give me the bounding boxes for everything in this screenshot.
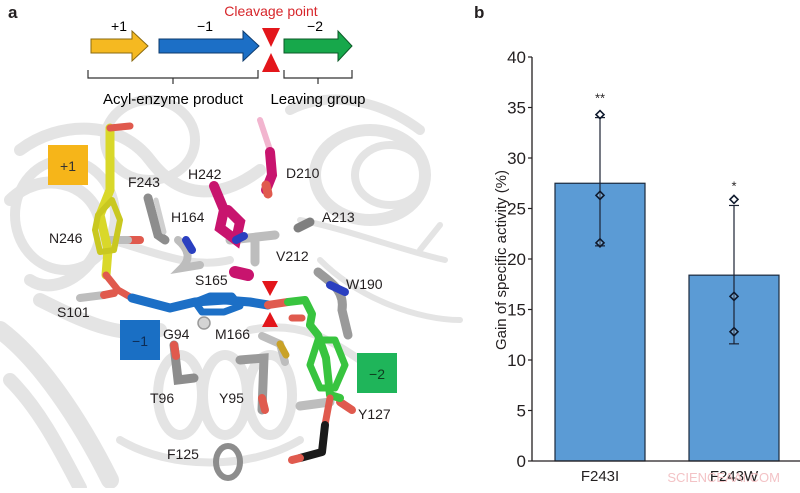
y-axis-label: Gain of specific activity (%) bbox=[493, 170, 510, 350]
subsite-box-minus1: −1 bbox=[120, 320, 160, 360]
subsite-box-minus2: −2 bbox=[357, 353, 397, 393]
y-tick-label: 25 bbox=[507, 200, 526, 219]
arrow-minus2-label: −2 bbox=[307, 18, 323, 34]
svg-text:−2: −2 bbox=[369, 366, 385, 382]
svg-text:+1: +1 bbox=[60, 158, 76, 174]
residue-label: V212 bbox=[276, 248, 309, 264]
residue-label: T96 bbox=[150, 390, 174, 406]
residue-label: H242 bbox=[188, 166, 222, 182]
y-tick-label: 20 bbox=[507, 250, 526, 269]
arrow-plus1-label: +1 bbox=[111, 18, 127, 34]
panel-letter-b: b bbox=[474, 3, 485, 22]
catalytic-residues bbox=[209, 147, 278, 281]
substrate-molecule bbox=[92, 122, 349, 464]
residue-label: Y95 bbox=[219, 390, 244, 406]
bar-chart: Gain of specific activity (%) 0 5 10 15 20 25… bbox=[493, 48, 800, 485]
residue-label: F125 bbox=[167, 446, 199, 462]
residue-label: F243 bbox=[128, 174, 160, 190]
subsite-box-plus1: +1 bbox=[48, 145, 88, 185]
residue-label: Y127 bbox=[358, 406, 391, 422]
residue-label: N246 bbox=[49, 230, 83, 246]
bracket-leaving bbox=[283, 70, 353, 84]
x-tick-label: F243W bbox=[710, 468, 759, 485]
y-tick-label: 40 bbox=[507, 48, 526, 67]
structure-figure: Cleavage point +1 −1 −2 Acyl-enzyme prod… bbox=[0, 3, 463, 493]
y-tick-label: 30 bbox=[507, 149, 526, 168]
data-point bbox=[594, 237, 606, 248]
arrow-minus2 bbox=[283, 29, 353, 63]
bar-f243w: * bbox=[688, 178, 780, 462]
y-tick-label: 35 bbox=[507, 99, 526, 118]
protein-cartoon bbox=[0, 94, 463, 493]
residue-sticks bbox=[76, 193, 356, 481]
x-axis: F243I F243W bbox=[532, 460, 800, 485]
structure-panel: a Cleavage point bbox=[0, 3, 463, 493]
watermark: SCIENCEAAI.COM bbox=[667, 470, 780, 485]
residue-label: H164 bbox=[171, 209, 205, 225]
residue-label: S101 bbox=[57, 304, 90, 320]
x-tick-label: F243I bbox=[581, 468, 619, 485]
data-point bbox=[728, 326, 740, 337]
cleavage-triangle-top bbox=[262, 28, 280, 47]
cleavage-triangle-bottom bbox=[262, 53, 280, 72]
substrate-scheme: Cleavage point +1 −1 −2 Acyl-enzyme prod… bbox=[87, 3, 366, 108]
arrow-plus1 bbox=[90, 29, 149, 63]
arrow-minus1-label: −1 bbox=[197, 18, 213, 34]
bracket-acyl bbox=[87, 70, 259, 84]
acyl-enzyme-product-label: Acyl-enzyme product bbox=[103, 91, 244, 108]
bars: *** bbox=[554, 91, 780, 462]
arrow-minus1 bbox=[158, 29, 260, 63]
panel-letter-a: a bbox=[8, 3, 18, 22]
bar-f243i: ** bbox=[554, 91, 646, 462]
y-axis: 0 5 10 15 20 25 30 35 40 bbox=[507, 48, 533, 471]
y-tick-label: 0 bbox=[517, 452, 526, 471]
data-point bbox=[728, 194, 740, 205]
residue-label: G94 bbox=[163, 326, 190, 342]
residue-label: W190 bbox=[346, 276, 383, 292]
residue-label: M166 bbox=[215, 326, 250, 342]
residue-label: A213 bbox=[322, 209, 355, 225]
residue-label: D210 bbox=[286, 165, 320, 181]
leaving-group-label: Leaving group bbox=[270, 91, 365, 108]
residue-label: S165 bbox=[195, 272, 228, 288]
y-tick-label: 5 bbox=[517, 402, 526, 421]
residue-labels: F243 H242 D210 H164 A213 N246 V212 W190 … bbox=[49, 165, 391, 462]
y-tick-label: 10 bbox=[507, 351, 526, 370]
bar-chart-panel: b Gain of specific activity (%) 0 5 10 15 20… bbox=[470, 0, 800, 488]
cleavage-point-label: Cleavage point bbox=[224, 3, 318, 19]
data-point bbox=[728, 291, 740, 302]
significance-marker: * bbox=[731, 178, 736, 193]
data-point bbox=[594, 190, 606, 201]
significance-marker: ** bbox=[595, 91, 605, 106]
data-point bbox=[594, 109, 606, 120]
y-tick-label: 15 bbox=[507, 301, 526, 320]
svg-text:−1: −1 bbox=[132, 333, 148, 349]
